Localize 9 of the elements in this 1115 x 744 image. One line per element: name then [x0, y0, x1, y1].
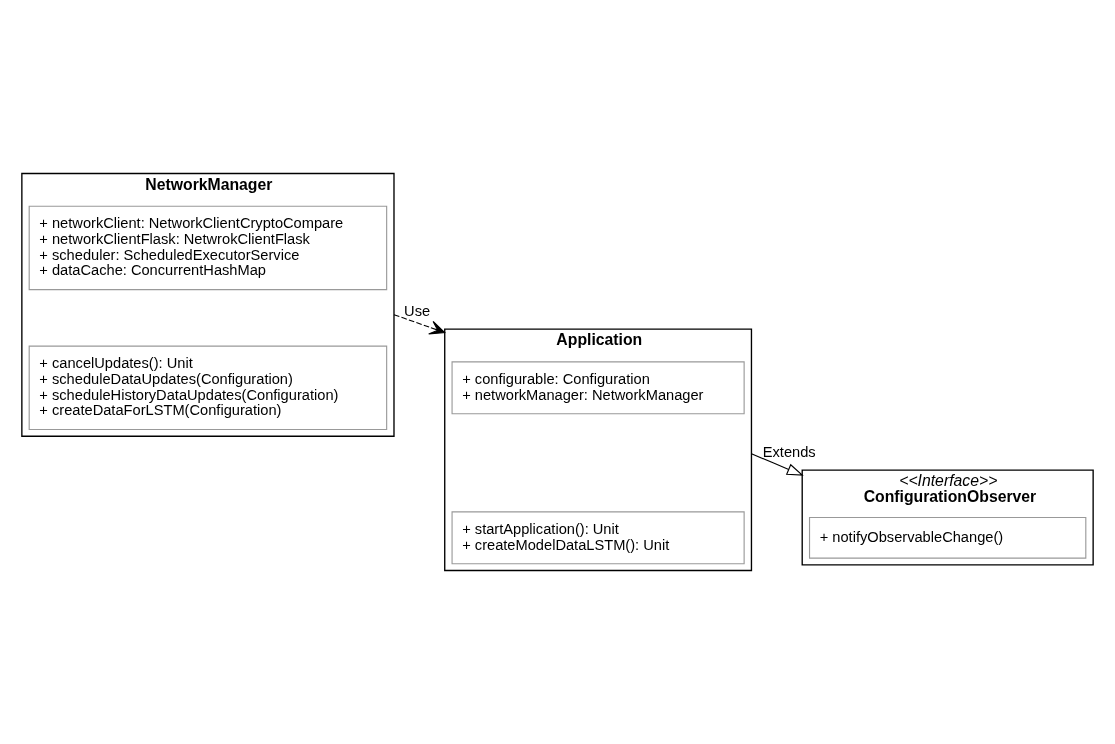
arrow	[750, 453, 804, 476]
node-box: + networkClient: NetworkClientCryptoCompare + networkClientFlask: NetwrokClientFlask + scheduler: ScheduledExecutorService + dataCache: ConcurrentHashMap	[28, 205, 388, 291]
node-box: + cancelUpdates(): Unit + scheduleDataUpdates(Configuration) + scheduleHistoryDataUpdates(Configuration) + createDataForLSTM(Configuration)	[28, 345, 388, 431]
edge-label: Extends	[762, 444, 816, 461]
node-box: + configurable: Configuration + networkManager: NetworkManager	[451, 361, 745, 415]
node-box: + notifyObservableChange()	[808, 516, 1087, 559]
node-box: + startApplication(): Unit + createModelDataLSTM(): Unit	[451, 511, 745, 565]
arrow	[393, 314, 446, 335]
edge-label: Use	[404, 303, 431, 320]
